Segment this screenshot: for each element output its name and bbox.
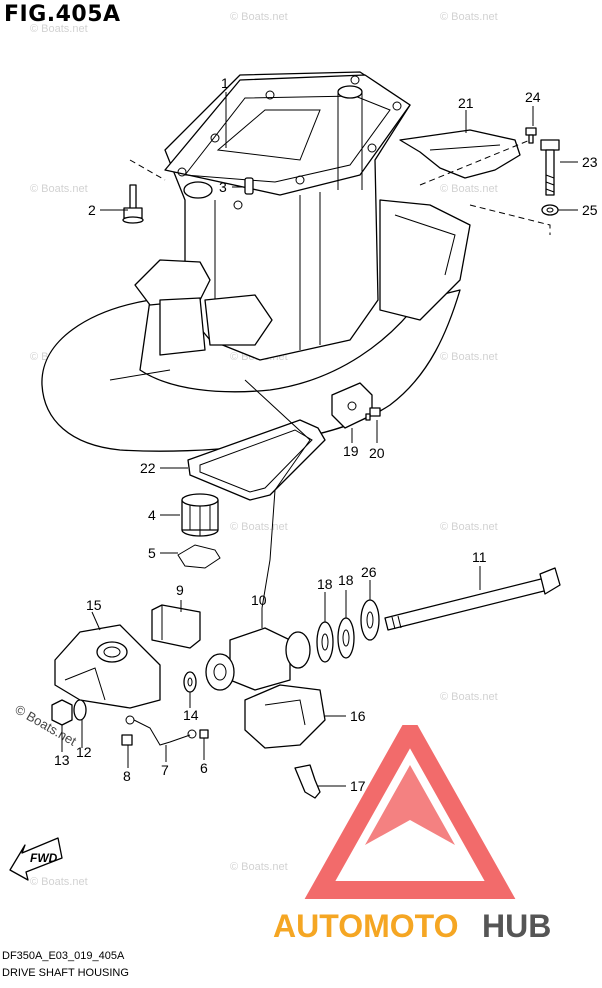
watermark: © Boats.net [30, 183, 88, 195]
callout-7: 7 [161, 762, 169, 778]
brand-text-secondary: HUB [482, 908, 551, 944]
callout-19: 19 [343, 443, 359, 459]
callout-5: 5 [148, 545, 156, 561]
watermark: © Boats.net [440, 691, 498, 703]
washer-14 [183, 671, 197, 693]
seal-ring-22 [187, 419, 326, 501]
callout-11: 11 [472, 549, 487, 565]
callout-22: 22 [140, 460, 156, 476]
watermark: © Boats.net [440, 351, 498, 363]
leader-lines [61, 92, 578, 787]
callout-15: 15 [86, 597, 102, 613]
washer-18b [337, 617, 355, 659]
callout-20: 20 [369, 445, 385, 461]
callout-10: 10 [251, 592, 267, 608]
pad-9 [151, 604, 201, 649]
screw-8 [121, 734, 133, 746]
callout-2: 2 [88, 202, 96, 218]
watermark: © Boats.net [440, 183, 498, 195]
callout-8: 8 [123, 768, 131, 784]
brand-logo: AUTOMOTO HUB [273, 725, 551, 944]
callout-14: 14 [183, 707, 199, 723]
mount-bushing-10 [205, 627, 311, 691]
callout-18a: 18 [317, 576, 333, 592]
screw-20 [365, 407, 381, 421]
callout-21: 21 [458, 95, 474, 111]
bolt-2 [122, 184, 144, 224]
long-bolt-11 [384, 567, 561, 631]
washer-26 [360, 599, 380, 641]
watermark: © Boats.net [230, 521, 288, 533]
callout-17: 17 [350, 778, 366, 794]
callout-18b: 18 [338, 572, 354, 588]
callout-4: 4 [148, 507, 156, 523]
watermark: © Boats.net [230, 861, 288, 873]
screw-24 [525, 127, 537, 144]
brand-triangle-icon [304, 725, 516, 899]
drive-shaft-housing [41, 71, 471, 452]
watermark: © Boats.net [30, 23, 88, 35]
bracket-16 [244, 684, 326, 749]
brand-text-primary: AUTOMOTO [273, 908, 458, 944]
callout-1: 1 [221, 75, 229, 91]
fwd-label: FWD [30, 851, 58, 865]
callout-3: 3 [219, 179, 227, 195]
bolt-17 [294, 764, 321, 799]
watermark: © Boats.net [30, 876, 88, 888]
callouts: 1 2 3 4 5 6 7 8 9 10 11 12 13 14 15 16 1… [54, 75, 598, 794]
screw-6 [199, 729, 209, 739]
watermark: © Boats.net [440, 521, 498, 533]
washer-25 [541, 204, 559, 216]
dowel-pin-3 [244, 177, 254, 195]
callout-16: 16 [350, 708, 366, 724]
nut-13 [51, 699, 73, 726]
fwd-arrow: FWD [9, 837, 63, 881]
figure-code: DF350A_E03_019_405A [2, 950, 125, 962]
bracket-15 [54, 624, 161, 709]
watermark: © Boats.net [230, 11, 288, 23]
watermark: © Boats.net [440, 11, 498, 23]
washer-12 [73, 699, 87, 721]
callout-6: 6 [200, 760, 208, 776]
callout-12: 12 [76, 744, 92, 760]
assembly-lines [129, 139, 551, 235]
callout-13: 13 [54, 752, 70, 768]
figure-title: FIG.405A [4, 2, 121, 27]
clip-ring-5 [177, 544, 221, 569]
ground-wire-7 [125, 715, 197, 746]
callout-23: 23 [582, 154, 598, 170]
washer-18a [316, 621, 334, 663]
callout-24: 24 [525, 89, 541, 105]
cover-21 [399, 129, 521, 179]
callout-9: 9 [176, 582, 184, 598]
rubber-mount-4 [181, 493, 219, 537]
figure-name: DRIVE SHAFT HOUSING [2, 967, 129, 979]
callout-25: 25 [582, 202, 598, 218]
callout-26: 26 [361, 564, 377, 580]
bolt-23 [540, 139, 560, 196]
